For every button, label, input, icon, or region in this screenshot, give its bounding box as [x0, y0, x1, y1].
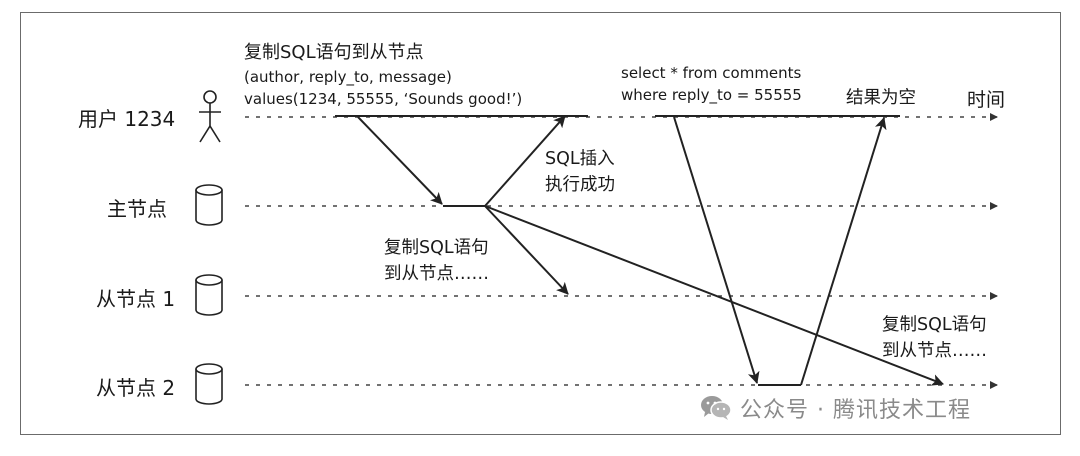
- insert-request-line-1: 复制SQL语句到从节点: [244, 42, 424, 63]
- replicate-follower1-arrow: [484, 205, 569, 295]
- replicate-follower1-line-1: 复制SQL语句: [384, 238, 489, 258]
- follower1-database-icon: [195, 274, 223, 316]
- insert-success-note: SQL插入 执行成功: [545, 146, 615, 198]
- select-query-arrow: [673, 116, 760, 384]
- watermark: 公众号 · 腾讯技术工程: [700, 392, 971, 424]
- insert-success-arrow: [484, 115, 566, 207]
- lane-label-follower1: 从节点 1: [96, 287, 176, 311]
- diagram-frame: [20, 12, 1061, 435]
- wechat-icon: [701, 396, 732, 420]
- insert-success-line-1: SQL插入: [545, 149, 615, 169]
- select-query-line-1: select * from comments: [621, 64, 802, 82]
- lane-label-follower2: 从节点 2: [96, 376, 176, 400]
- select-query-note: select * from comments where reply_to = …: [621, 62, 802, 106]
- select-query-line-2: where reply_to = 55555: [621, 86, 802, 104]
- replicate-follower2-arrow: [484, 205, 944, 386]
- insert-request-line-3: values(1234, 55555, ‘Sounds good!’): [244, 90, 523, 108]
- replicate-follower1-note: 复制SQL语句 到从节点……: [384, 235, 489, 287]
- lane-label-user: 用户 1234: [78, 107, 176, 131]
- replicate-follower2-note: 复制SQL语句 到从节点……: [882, 312, 987, 364]
- leader-database-icon: [195, 184, 223, 226]
- replicate-follower2-line-2: 到从节点……: [882, 341, 987, 361]
- watermark-text: 公众号 · 腾讯技术工程: [740, 398, 971, 423]
- user-icon: [199, 90, 221, 143]
- time-axis-label: 时间: [967, 89, 1006, 111]
- insert-request-arrow: [357, 116, 443, 205]
- follower2-database-icon: [195, 363, 223, 405]
- empty-result-arrow: [800, 117, 887, 386]
- insert-success-line-2: 执行成功: [545, 175, 615, 195]
- insert-request-note: 复制SQL语句到从节点 (author, reply_to, message) …: [244, 40, 522, 110]
- replicate-follower1-line-2: 到从节点……: [384, 264, 489, 284]
- insert-request-line-2: (author, reply_to, message): [244, 68, 452, 86]
- empty-result-note: 结果为空: [846, 88, 916, 108]
- lane-label-leader: 主节点: [107, 197, 167, 221]
- replicate-follower2-line-1: 复制SQL语句: [882, 315, 987, 335]
